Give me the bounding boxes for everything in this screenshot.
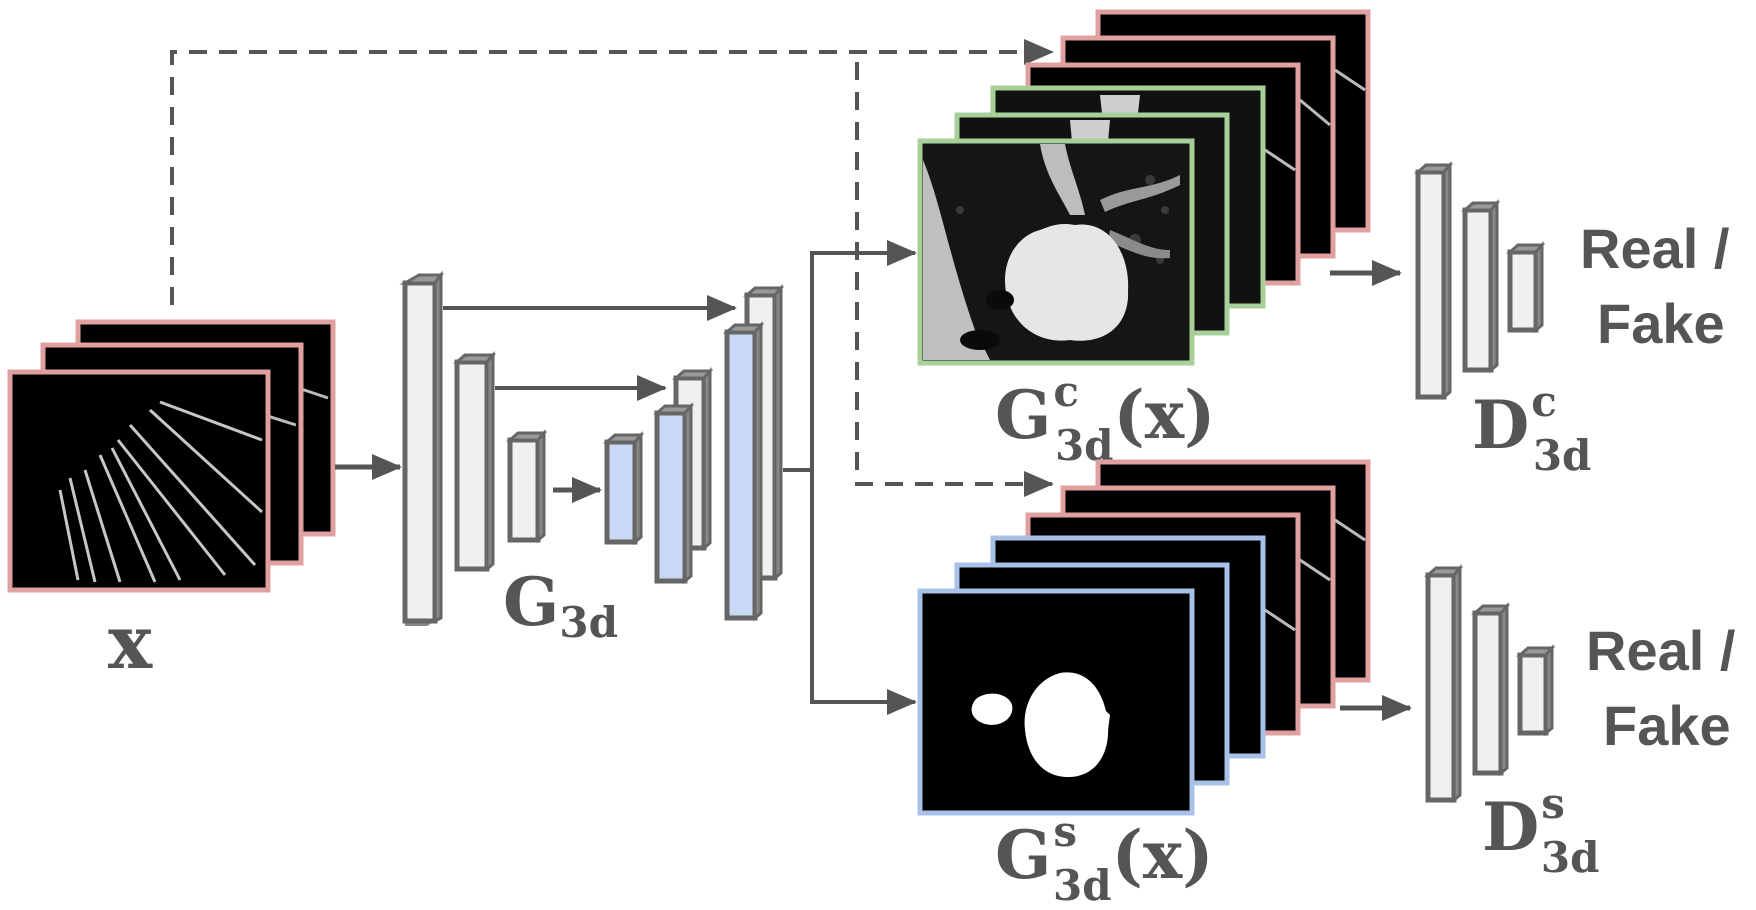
input-label: x	[108, 600, 153, 686]
ct-slice-content	[923, 144, 1189, 360]
input-dashed-skip-top	[170, 39, 1054, 305]
generator-blocks	[399, 270, 785, 626]
decoder-block-2	[653, 366, 714, 585]
input-slice-front	[7, 369, 271, 593]
real-fake-bottom-line1: Real /	[1586, 619, 1736, 682]
real-fake-top-line1: Real /	[1580, 217, 1730, 280]
dashed-skip-to-seg	[855, 62, 1054, 497]
generator-output-branch-top	[783, 240, 917, 472]
input-volume-stack: x	[7, 319, 336, 686]
disc-ct-blocks	[1414, 160, 1546, 401]
encoder-block-1	[399, 270, 444, 626]
encoder-block-2	[453, 350, 497, 573]
generator-output-branch-bottom	[810, 470, 917, 715]
real-fake-top-line2: Fake	[1597, 292, 1725, 355]
real-fake-bottom-line2: Fake	[1603, 694, 1731, 757]
generator-label: G3d	[503, 563, 618, 647]
seg-mask-content	[971, 672, 1110, 778]
disc-seg-blocks	[1424, 563, 1556, 804]
decoder-block-1	[603, 430, 645, 546]
encoder-block-3	[506, 428, 548, 544]
decoder-block-3	[723, 283, 785, 622]
